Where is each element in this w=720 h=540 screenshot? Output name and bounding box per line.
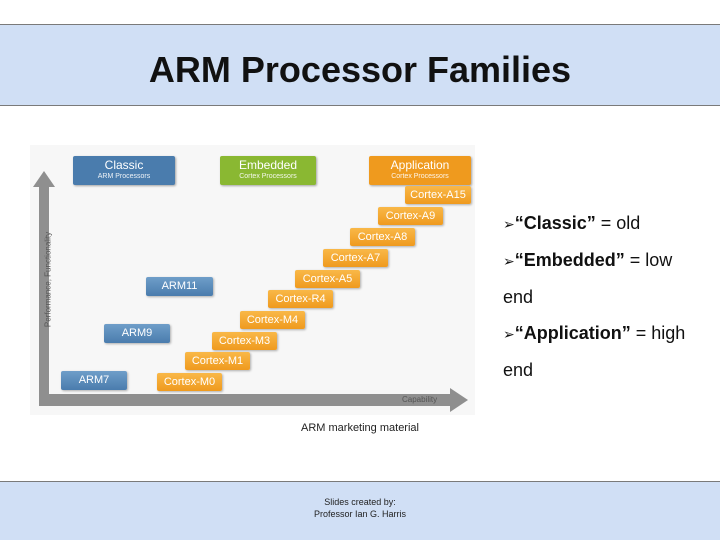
core-cortex-a15: Cortex-A15 <box>405 186 471 204</box>
core-arm7: ARM7 <box>61 371 127 390</box>
arrow-bullet-icon: ➢ <box>503 326 515 342</box>
bullet-embedded: ➢“Embedded” = low end <box>503 250 673 307</box>
arrow-bullet-icon: ➢ <box>503 253 515 269</box>
core-cortex-a7: Cortex-A7 <box>323 249 388 267</box>
footer-bar <box>0 481 720 540</box>
core-cortex-a8: Cortex-A8 <box>350 228 415 246</box>
core-cortex-m3: Cortex-M3 <box>212 332 277 350</box>
core-cortex-m0: Cortex-M0 <box>157 373 222 391</box>
core-cortex-r4: Cortex-R4 <box>268 290 333 308</box>
footer-credit: Slides created by: Professor Ian G. Harr… <box>260 496 460 520</box>
axes <box>33 171 468 412</box>
bullet-classic: ➢“Classic” = old <box>503 213 641 233</box>
footer-line-2: Professor Ian G. Harris <box>313 509 407 519</box>
footer-line-1: Slides created by: <box>324 497 396 507</box>
header-classic-name: Classic <box>104 158 144 172</box>
core-cortex-a5: Cortex-A5 <box>295 270 360 288</box>
header-embedded-sub: Cortex Processors <box>239 173 297 180</box>
header-classic: Classic ARM Processors <box>73 156 175 185</box>
bullet-application: ➢“Application” = high end <box>503 323 686 380</box>
header-classic-sub: ARM Processors <box>97 173 151 180</box>
core-cortex-m4: Cortex-M4 <box>240 311 305 329</box>
header-application-name: Application <box>390 158 450 172</box>
header-application-sub: Cortex Processors <box>391 173 449 180</box>
core-arm11: ARM11 <box>146 277 213 296</box>
header-application: Application Cortex Processors <box>369 156 471 185</box>
diagram-caption: ARM marketing material <box>301 422 419 434</box>
header-embedded-name: Embedded <box>238 158 298 172</box>
x-axis-arrow <box>39 388 468 412</box>
arrow-bullet-icon: ➢ <box>503 216 515 232</box>
arm-families-diagram: Performance, Functionality Capability Cl… <box>30 145 475 415</box>
header-embedded: Embedded Cortex Processors <box>220 156 316 185</box>
core-cortex-a9: Cortex-A9 <box>378 207 443 225</box>
core-cortex-m1: Cortex-M1 <box>185 352 250 370</box>
core-arm9: ARM9 <box>104 324 170 343</box>
x-axis-label: Capability <box>402 395 438 404</box>
slide-title: ARM Processor Families <box>148 49 572 90</box>
bullet-list: ➢“Classic” = old ➢“Embedded” = low end ➢… <box>503 205 703 388</box>
y-axis-arrow <box>33 171 55 405</box>
y-axis-label: Performance, Functionality <box>43 231 53 328</box>
title-bar <box>0 24 720 106</box>
